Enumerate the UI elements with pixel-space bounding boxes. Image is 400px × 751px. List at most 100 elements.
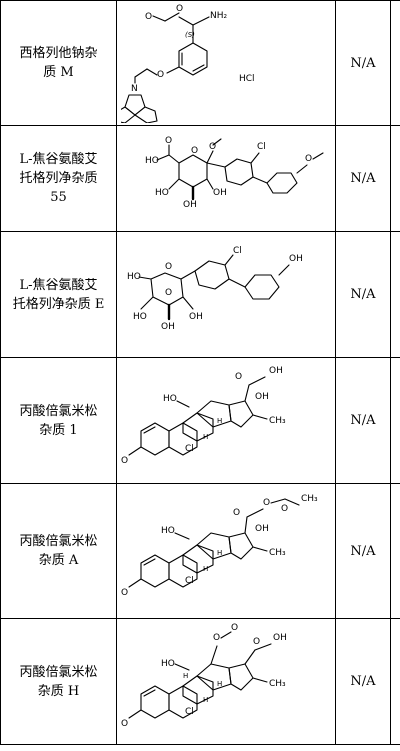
table-row: 丙酸倍氯米松 杂质 A O HO Cl H H O O bbox=[0, 483, 400, 619]
atom-label: O bbox=[209, 142, 216, 152]
compound-name-cell: 丙酸倍氯米松 杂质 1 bbox=[0, 357, 117, 484]
structure-ertugliflozin-e: HO O O HO OH OH Cl OH bbox=[127, 246, 303, 332]
table-row: 丙酸倍氯米松 杂质 H O HO Cl H H H O bbox=[0, 618, 400, 745]
table-row: L-焦谷氨酸艾 托格列净杂质 E HO O O HO OH OH Cl bbox=[0, 231, 400, 358]
value-cell: N/A bbox=[335, 618, 391, 745]
structure-cell: O O NH₂ (S) O N bbox=[116, 0, 336, 126]
compound-name-cell: L-焦谷氨酸艾 托格列净杂质 E bbox=[0, 231, 117, 358]
compound-name-line: 55 bbox=[50, 190, 67, 205]
value-cell: N/A bbox=[335, 125, 391, 232]
table-row: 丙酸倍氯米松 杂质 1 O HO Cl H H O OH bbox=[0, 357, 400, 484]
edge-cell bbox=[390, 483, 400, 619]
atom-label: H bbox=[203, 565, 208, 573]
value-cell: N/A bbox=[335, 483, 391, 619]
atom-label: OH bbox=[269, 366, 283, 376]
atom-label: N bbox=[131, 84, 138, 94]
atom-label: H bbox=[217, 549, 222, 557]
salt-label: HCl bbox=[239, 74, 255, 84]
atom-label: OH bbox=[273, 633, 287, 643]
edge-cell bbox=[390, 125, 400, 232]
atom-label: O bbox=[191, 146, 198, 156]
atom-label: CH₃ bbox=[269, 416, 286, 426]
atom-label: H bbox=[217, 417, 222, 425]
structure-sitagliptin-m: O O NH₂ (S) O N bbox=[121, 4, 255, 123]
compound-name-line: 丙酸倍氯米松 bbox=[19, 534, 98, 549]
atom-label: H bbox=[217, 680, 222, 688]
structure-beclomethasone-h: O HO Cl H H H O O O OH CH₃ bbox=[121, 623, 287, 729]
atom-label: O bbox=[176, 4, 183, 14]
atom-label: HO bbox=[161, 659, 175, 669]
atom-label: OH bbox=[289, 254, 303, 264]
structure-beclomethasone-1: O HO Cl H H O OH OH CH₃ bbox=[121, 366, 286, 466]
atom-label: Cl bbox=[185, 707, 194, 717]
table-row: 西格列他钠杂 质 M O O NH₂ (S) O bbox=[0, 0, 400, 126]
atom-label: O bbox=[157, 70, 164, 80]
compound-name-cell: 丙酸倍氯米松 杂质 A bbox=[0, 483, 117, 619]
atom-label: HO bbox=[163, 394, 177, 404]
atom-label: HO bbox=[145, 156, 159, 166]
edge-cell bbox=[390, 618, 400, 745]
compound-name-cell: L-焦谷氨酸艾 托格列净杂质 55 bbox=[0, 125, 117, 232]
atom-label: O bbox=[233, 508, 240, 518]
atom-label: O bbox=[281, 504, 288, 514]
atom-label: OH bbox=[255, 392, 269, 402]
atom-label: CH₃ bbox=[269, 548, 286, 558]
atom-label: OH bbox=[255, 524, 269, 534]
compound-name-line: 质 M bbox=[43, 65, 74, 80]
atom-label: OH bbox=[189, 312, 203, 322]
compound-name-cell: 丙酸倍氯米松 杂质 H bbox=[0, 618, 117, 745]
atom-label: O bbox=[231, 623, 238, 633]
compound-name-line: 丙酸倍氯米松 bbox=[19, 403, 98, 419]
atom-label: O bbox=[121, 719, 128, 729]
atom-label: Cl bbox=[185, 444, 194, 454]
atom-label: HO bbox=[161, 526, 175, 536]
structure-cell: O HO O O HO OH OH Cl bbox=[116, 125, 336, 232]
atom-label: O bbox=[145, 12, 152, 22]
atom-label: O bbox=[165, 288, 172, 298]
atom-label: HO bbox=[155, 188, 169, 198]
atom-label: CH₃ bbox=[269, 679, 286, 689]
compound-name-line: 西格列他钠杂 bbox=[19, 46, 98, 61]
atom-label: H bbox=[203, 696, 208, 704]
compound-name-line: 杂质 1 bbox=[39, 422, 78, 438]
structure-ertugliflozin-55: O HO O O HO OH OH Cl bbox=[145, 136, 324, 210]
atom-label: O bbox=[165, 136, 172, 146]
compound-name-line: 托格列净杂质 bbox=[19, 171, 98, 186]
edge-cell bbox=[390, 357, 400, 484]
atom-label: HO bbox=[133, 312, 147, 322]
compound-name-cell: 西格列他钠杂 质 M bbox=[0, 0, 117, 126]
atom-label: HO bbox=[127, 272, 141, 282]
atom-label: O bbox=[253, 637, 260, 647]
compound-name-line: 杂质 H bbox=[37, 683, 80, 699]
atom-label: O bbox=[305, 154, 312, 164]
value-cell: N/A bbox=[335, 231, 391, 358]
edge-cell bbox=[390, 0, 400, 126]
structure-cell: O HO Cl H H O O O CH₃ OH CH₃ bbox=[116, 483, 336, 619]
atom-label: NH₂ bbox=[210, 11, 228, 21]
compound-name-line: 托格列净杂质 E bbox=[12, 296, 105, 312]
stereo-label: (S) bbox=[185, 31, 195, 39]
compound-name-line: 丙酸倍氯米松 bbox=[19, 664, 98, 680]
atom-label: OH bbox=[161, 322, 175, 332]
atom-label: O bbox=[165, 262, 172, 272]
atom-label: Cl bbox=[257, 142, 266, 152]
atom-label: OH bbox=[183, 200, 197, 210]
structure-beclomethasone-a: O HO Cl H H O O O CH₃ OH CH₃ bbox=[121, 494, 318, 598]
compound-name-line: L-焦谷氨酸艾 bbox=[19, 277, 98, 293]
atom-label: OH bbox=[213, 188, 227, 198]
edge-cell bbox=[390, 231, 400, 358]
structure-cell: O HO Cl H H O OH OH CH₃ bbox=[116, 357, 336, 484]
atom-label: O bbox=[263, 498, 270, 508]
compound-name-line: L-焦谷氨酸艾 bbox=[19, 152, 98, 167]
atom-label: O bbox=[121, 588, 128, 598]
value-cell: N/A bbox=[335, 0, 391, 126]
structure-cell: HO O O HO OH OH Cl OH bbox=[116, 231, 336, 358]
atom-label: CH₃ bbox=[301, 494, 318, 504]
atom-label: H bbox=[183, 672, 188, 680]
atom-label: O bbox=[235, 372, 242, 382]
compound-name-line: 杂质 A bbox=[38, 553, 79, 568]
atom-label: Cl bbox=[185, 576, 194, 586]
atom-label: O bbox=[213, 633, 220, 643]
structure-cell: O HO Cl H H H O O O OH CH₃ bbox=[116, 618, 336, 745]
